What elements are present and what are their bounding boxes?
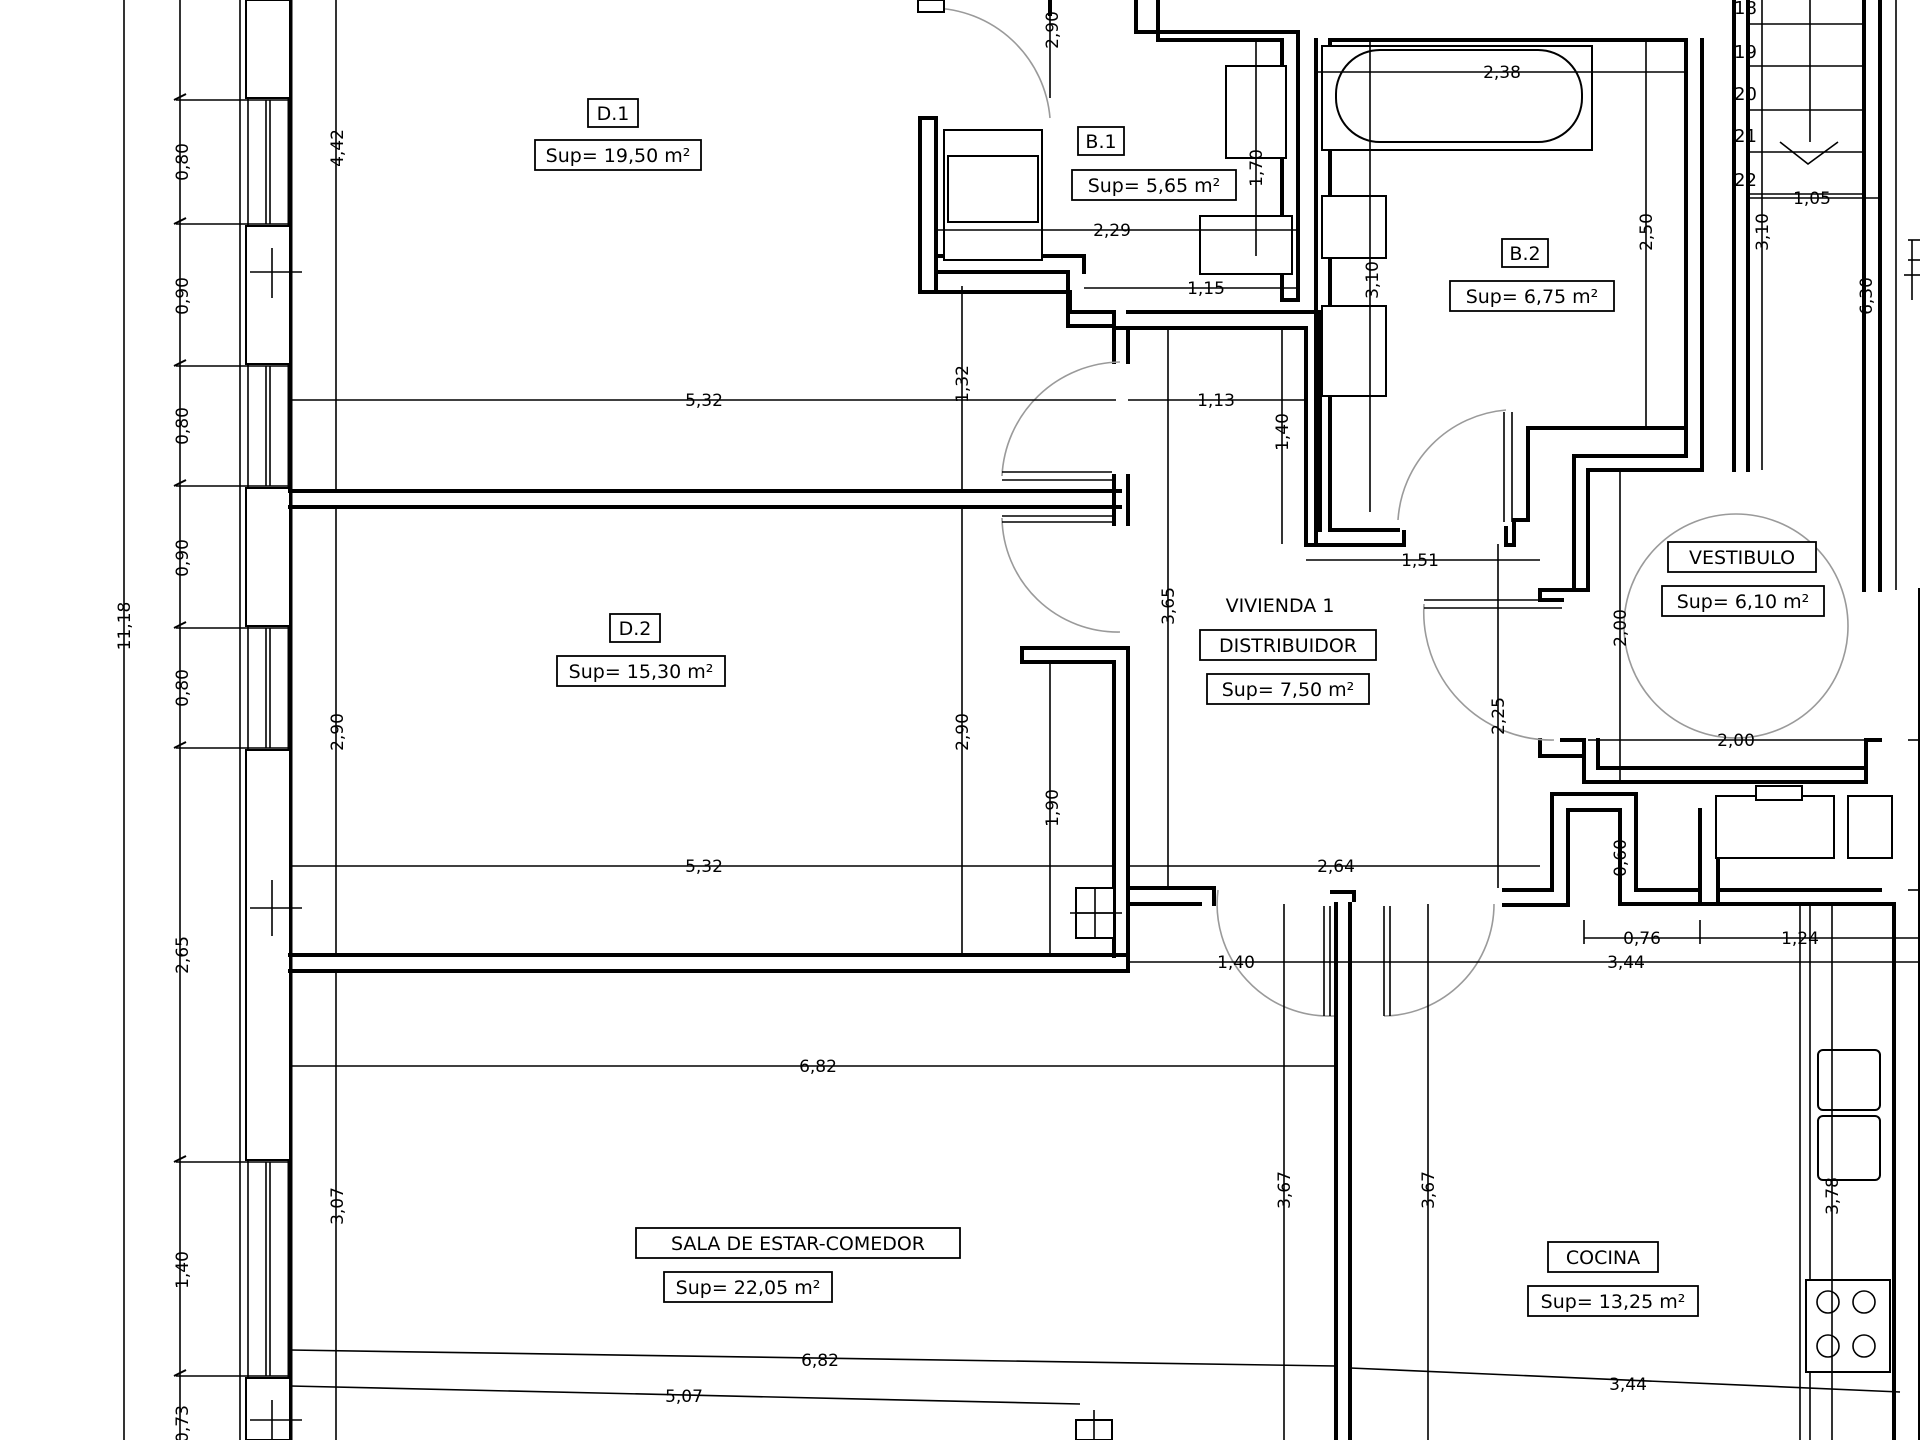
dim-hall-height: 1,40 bbox=[1273, 413, 1293, 451]
dim-sala-bottom: 6,82 bbox=[801, 1351, 839, 1371]
room-vestibulo-area: Sup= 6,10 m² bbox=[1677, 591, 1810, 613]
dim-left-chain-5: 0,80 bbox=[173, 669, 193, 707]
room-sala: SALA DE ESTAR-COMEDOR Sup= 22,05 m² bbox=[635, 1227, 961, 1303]
dim-sala-367a: 3,67 bbox=[1275, 1171, 1295, 1209]
dim-sala-width: 6,82 bbox=[799, 1057, 837, 1077]
room-sala-area: Sup= 22,05 m² bbox=[676, 1277, 821, 1299]
room-b2: B.2 Sup= 6,75 m² bbox=[1449, 238, 1615, 312]
room-b2-name: B.2 bbox=[1509, 243, 1540, 265]
dim-hall-132: 1,32 bbox=[953, 365, 973, 403]
dim-b1-height: 1,70 bbox=[1247, 149, 1267, 187]
dim-b1-inner: 1,15 bbox=[1187, 279, 1225, 299]
stair-step-22: 22 bbox=[1734, 170, 1757, 191]
room-distribuidor-area: Sup= 7,50 m² bbox=[1222, 679, 1355, 701]
dim-kitchen-124: 1,24 bbox=[1781, 929, 1819, 949]
dim-closet-h: 1,90 bbox=[1043, 789, 1063, 827]
room-b2-area: Sup= 6,75 m² bbox=[1466, 286, 1599, 308]
dim-vest-width: 2,00 bbox=[1717, 731, 1755, 751]
stair-step-18: 18 bbox=[1734, 0, 1757, 19]
room-b1-name: B.1 bbox=[1085, 131, 1116, 153]
dim-b2-tub: 2,38 bbox=[1483, 63, 1521, 83]
kitchen-appliance-1 bbox=[1715, 795, 1835, 859]
stair-step-20: 20 bbox=[1734, 84, 1757, 105]
dim-stair-width: 1,05 bbox=[1793, 189, 1831, 209]
kitchen-appliance-2 bbox=[1847, 795, 1893, 859]
room-b1-area: Sup= 5,65 m² bbox=[1088, 175, 1221, 197]
doors bbox=[917, 0, 1849, 1017]
dim-hall-151: 1,51 bbox=[1401, 551, 1439, 571]
dim-sala-height: 3,07 bbox=[328, 1187, 348, 1225]
dwelling-name: VIVIENDA 1 bbox=[1226, 595, 1335, 617]
dim-left-chain-6: 2,65 bbox=[173, 936, 193, 974]
b2-toilet bbox=[1321, 305, 1387, 397]
dim-left-chain-8: 0,73 bbox=[173, 1405, 193, 1440]
room-vestibulo-name: VESTIBULO bbox=[1689, 547, 1795, 569]
dim-stair-height: 3,10 bbox=[1753, 213, 1773, 251]
dim-top-290: 2,90 bbox=[1043, 11, 1063, 49]
dim-door-140: 1,40 bbox=[1217, 953, 1255, 973]
fixtures bbox=[943, 0, 1893, 1440]
dim-kitchen-060: 0,60 bbox=[1611, 839, 1631, 877]
dim-kitchen-378: 3,78 bbox=[1823, 1177, 1843, 1215]
facade-wall bbox=[239, 0, 302, 1440]
dim-sala-507: 5,07 bbox=[665, 1387, 703, 1407]
kitchen-sink-top bbox=[1817, 1049, 1881, 1111]
dim-left-chain-7: 1,40 bbox=[173, 1251, 193, 1289]
room-b1: B.1 Sup= 5,65 m² bbox=[1071, 126, 1237, 201]
room-d1: D.1 Sup= 19,50 m² bbox=[534, 98, 702, 171]
room-cocina-area: Sup= 13,25 m² bbox=[1541, 1291, 1686, 1313]
dim-kitchen-width: 3,44 bbox=[1607, 953, 1645, 973]
dim-dist-height: 3,65 bbox=[1159, 587, 1179, 625]
stair-step-21: 21 bbox=[1734, 126, 1757, 147]
kitchen-sink-bottom bbox=[1817, 1115, 1881, 1181]
staircase bbox=[1748, 0, 1864, 195]
dimension-labels: 11,18 0,80 0,90 0,80 0,90 0,80 2,65 1,40… bbox=[115, 11, 1877, 1440]
dim-d2-width: 5,32 bbox=[685, 857, 723, 877]
room-distribuidor: VIVIENDA 1 DISTRIBUIDOR Sup= 7,50 m² bbox=[1199, 595, 1377, 705]
dim-b2-height: 3,10 bbox=[1363, 261, 1383, 299]
room-d1-name: D.1 bbox=[597, 103, 630, 125]
dim-right-total: 6,30 bbox=[1857, 277, 1877, 315]
interior-walls bbox=[288, 0, 1920, 1440]
dim-d2-left-h: 2,90 bbox=[328, 713, 348, 751]
room-cocina: COCINA Sup= 13,25 m² bbox=[1527, 1241, 1699, 1317]
dim-b2-right: 2,50 bbox=[1637, 213, 1657, 251]
dim-d2-right-h: 2,90 bbox=[953, 713, 973, 751]
stair-step-19: 19 bbox=[1734, 42, 1757, 63]
dim-vest-height: 2,00 bbox=[1611, 609, 1631, 647]
kitchen-cooktop bbox=[1805, 1279, 1891, 1373]
dim-kitchen-076: 0,76 bbox=[1623, 929, 1661, 949]
dim-d1-width: 5,32 bbox=[685, 391, 723, 411]
dim-dist-225: 2,25 bbox=[1489, 697, 1509, 735]
dimension-lines bbox=[123, 0, 1920, 1440]
room-d2-area: Sup= 15,30 m² bbox=[569, 661, 714, 683]
dim-dist-width: 2,64 bbox=[1317, 857, 1355, 877]
dim-left-chain-1: 0,80 bbox=[173, 143, 193, 181]
dim-sala-367b: 3,67 bbox=[1419, 1171, 1439, 1209]
dim-hall-width: 1,13 bbox=[1197, 391, 1235, 411]
room-distribuidor-name: DISTRIBUIDOR bbox=[1219, 635, 1357, 657]
b1-washbasin bbox=[1199, 215, 1293, 275]
dim-left-chain-2: 0,90 bbox=[173, 277, 193, 315]
room-d2-name: D.2 bbox=[619, 618, 652, 640]
entrance-door-swing bbox=[1623, 513, 1849, 739]
b2-bathtub bbox=[1335, 49, 1583, 143]
dim-d1-height: 4,42 bbox=[328, 129, 348, 167]
stair-step-numbers: 18 19 20 21 22 bbox=[1734, 0, 1757, 191]
room-labels: D.1 Sup= 19,50 m² B.1 Sup= 5,65 m² B.2 S… bbox=[534, 98, 1825, 1317]
dim-left-total: 11,18 bbox=[115, 602, 135, 651]
room-d2: D.2 Sup= 15,30 m² bbox=[556, 613, 726, 687]
room-sala-name: SALA DE ESTAR-COMEDOR bbox=[671, 1233, 925, 1255]
dim-left-chain-3: 0,80 bbox=[173, 407, 193, 445]
dim-kitchen-bottom: 3,44 bbox=[1609, 1375, 1647, 1395]
b2-washbasin bbox=[1321, 195, 1387, 259]
dim-left-chain-4: 0,90 bbox=[173, 539, 193, 577]
dim-b1-width: 2,29 bbox=[1093, 221, 1131, 241]
room-d1-area: Sup= 19,50 m² bbox=[546, 145, 691, 167]
room-vestibulo: VESTIBULO Sup= 6,10 m² bbox=[1661, 541, 1825, 617]
room-cocina-name: COCINA bbox=[1566, 1247, 1640, 1269]
